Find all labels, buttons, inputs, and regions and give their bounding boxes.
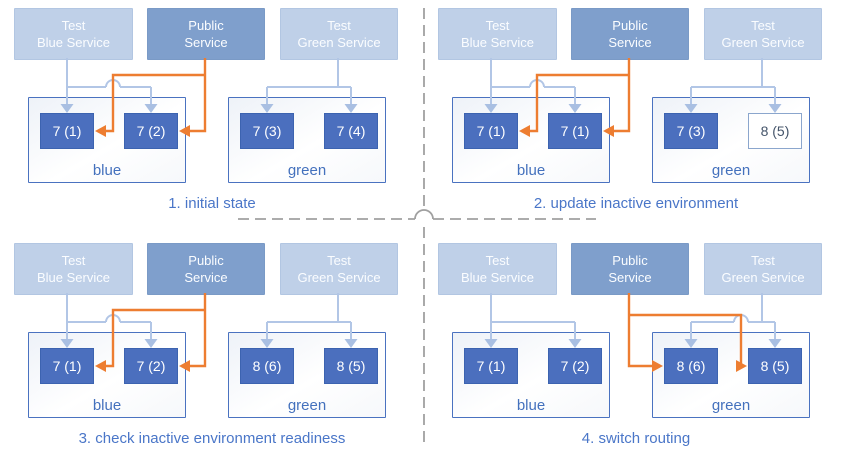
pod-box: 8 (5): [324, 348, 378, 384]
green-environment-label: green: [711, 397, 751, 414]
pod-box: 7 (1): [464, 348, 518, 384]
pod-label: 7 (2): [136, 123, 166, 139]
pod-box: 7 (4): [324, 113, 378, 149]
pod-box: 8 (5): [748, 113, 802, 149]
blue-environment-label: blue: [516, 397, 546, 414]
green-environment-box: 7 (3) 7 (4) green: [228, 97, 386, 183]
pod-box: 7 (1): [548, 113, 602, 149]
pod-box: 8 (5): [748, 348, 802, 384]
pod-label: 7 (3): [676, 123, 706, 139]
blue-environment-box: 7 (1) 7 (2) blue: [28, 97, 186, 183]
step-caption: 1. initial state: [168, 195, 256, 212]
blue-environment-label: blue: [92, 162, 122, 179]
pod-box: 8 (6): [664, 348, 718, 384]
blue-environment-label: blue: [516, 162, 546, 179]
green-environment-box: 8 (6) 8 (5) green: [228, 332, 386, 418]
pod-box: 7 (2): [124, 113, 178, 149]
pod-label: 7 (1): [476, 358, 506, 374]
pod-label: 8 (5): [760, 123, 790, 139]
pod-box: 7 (1): [40, 113, 94, 149]
pod-box: 8 (6): [240, 348, 294, 384]
pod-box: 7 (1): [464, 113, 518, 149]
green-environment-label: green: [711, 162, 751, 179]
pod-label: 7 (3): [252, 123, 282, 139]
blue-environment-label: blue: [92, 397, 122, 414]
green-environment-label: green: [287, 162, 327, 179]
pod-label: 7 (1): [476, 123, 506, 139]
pod-box: 7 (3): [240, 113, 294, 149]
step-caption: 4. switch routing: [581, 430, 691, 447]
pod-label: 7 (1): [52, 358, 82, 374]
pod-label: 8 (6): [252, 358, 282, 374]
pod-label: 8 (5): [760, 358, 790, 374]
blue-environment-box: 7 (1) 7 (1) blue: [452, 97, 610, 183]
blue-environment-box: 7 (1) 7 (2) blue: [452, 332, 610, 418]
step-caption: 3. check inactive environment readiness: [78, 430, 346, 447]
pod-box: 7 (2): [124, 348, 178, 384]
pod-label: 7 (1): [52, 123, 82, 139]
green-environment-box: 8 (6) 8 (5) green: [652, 332, 810, 418]
step-caption: 2. update inactive environment: [533, 195, 739, 212]
pod-label: 8 (5): [336, 358, 366, 374]
pod-label: 7 (2): [136, 358, 166, 374]
pod-label: 7 (1): [560, 123, 590, 139]
pod-label: 8 (6): [676, 358, 706, 374]
pod-label: 7 (2): [560, 358, 590, 374]
pod-box: 7 (2): [548, 348, 602, 384]
green-environment-label: green: [287, 397, 327, 414]
pod-box: 7 (3): [664, 113, 718, 149]
blue-environment-box: 7 (1) 7 (2) blue: [28, 332, 186, 418]
green-environment-box: 7 (3) 8 (5) green: [652, 97, 810, 183]
pod-box: 7 (1): [40, 348, 94, 384]
pod-label: 7 (4): [336, 123, 366, 139]
